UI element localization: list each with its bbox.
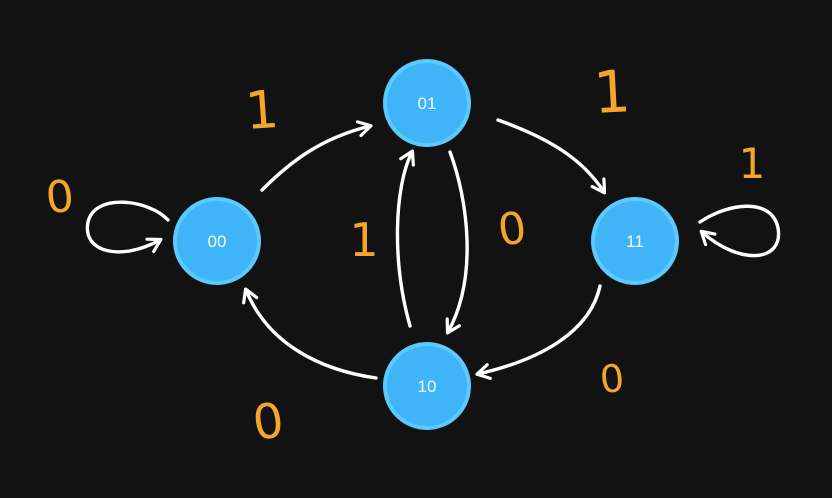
edge-01-to-11: [496, 118, 607, 195]
edge-11-to-10: [475, 284, 602, 381]
edge-label-01-to-11: 1: [592, 57, 632, 127]
state-label-10: 10: [418, 377, 437, 396]
edge-label-10-to-01: 1: [349, 213, 378, 267]
edge-01-to-10: [445, 150, 469, 335]
edge-label-11-to-10: 0: [598, 356, 627, 402]
state-label-11: 11: [626, 232, 644, 251]
edge-11-self-loop: [698, 204, 781, 258]
edge-10-to-01: [395, 149, 415, 328]
edge-00-to-01: [260, 120, 373, 192]
state-node-00: 00: [173, 197, 261, 285]
edge-10-to-00: [242, 287, 378, 380]
edge-label-11-self: 1: [739, 139, 766, 188]
edge-label-00-to-01: 1: [243, 80, 280, 142]
edge-00-self-loop: [85, 200, 170, 254]
state-label-00: 00: [208, 232, 227, 251]
state-label-01: 01: [418, 94, 437, 113]
edge-label-10-to-00: 0: [249, 392, 287, 452]
state-node-11: 11: [591, 197, 679, 285]
edge-label-01-to-10: 0: [495, 202, 530, 256]
edge-label-00-self: 0: [43, 171, 76, 225]
state-node-01: 01: [383, 59, 471, 147]
state-node-10: 10: [383, 342, 471, 430]
